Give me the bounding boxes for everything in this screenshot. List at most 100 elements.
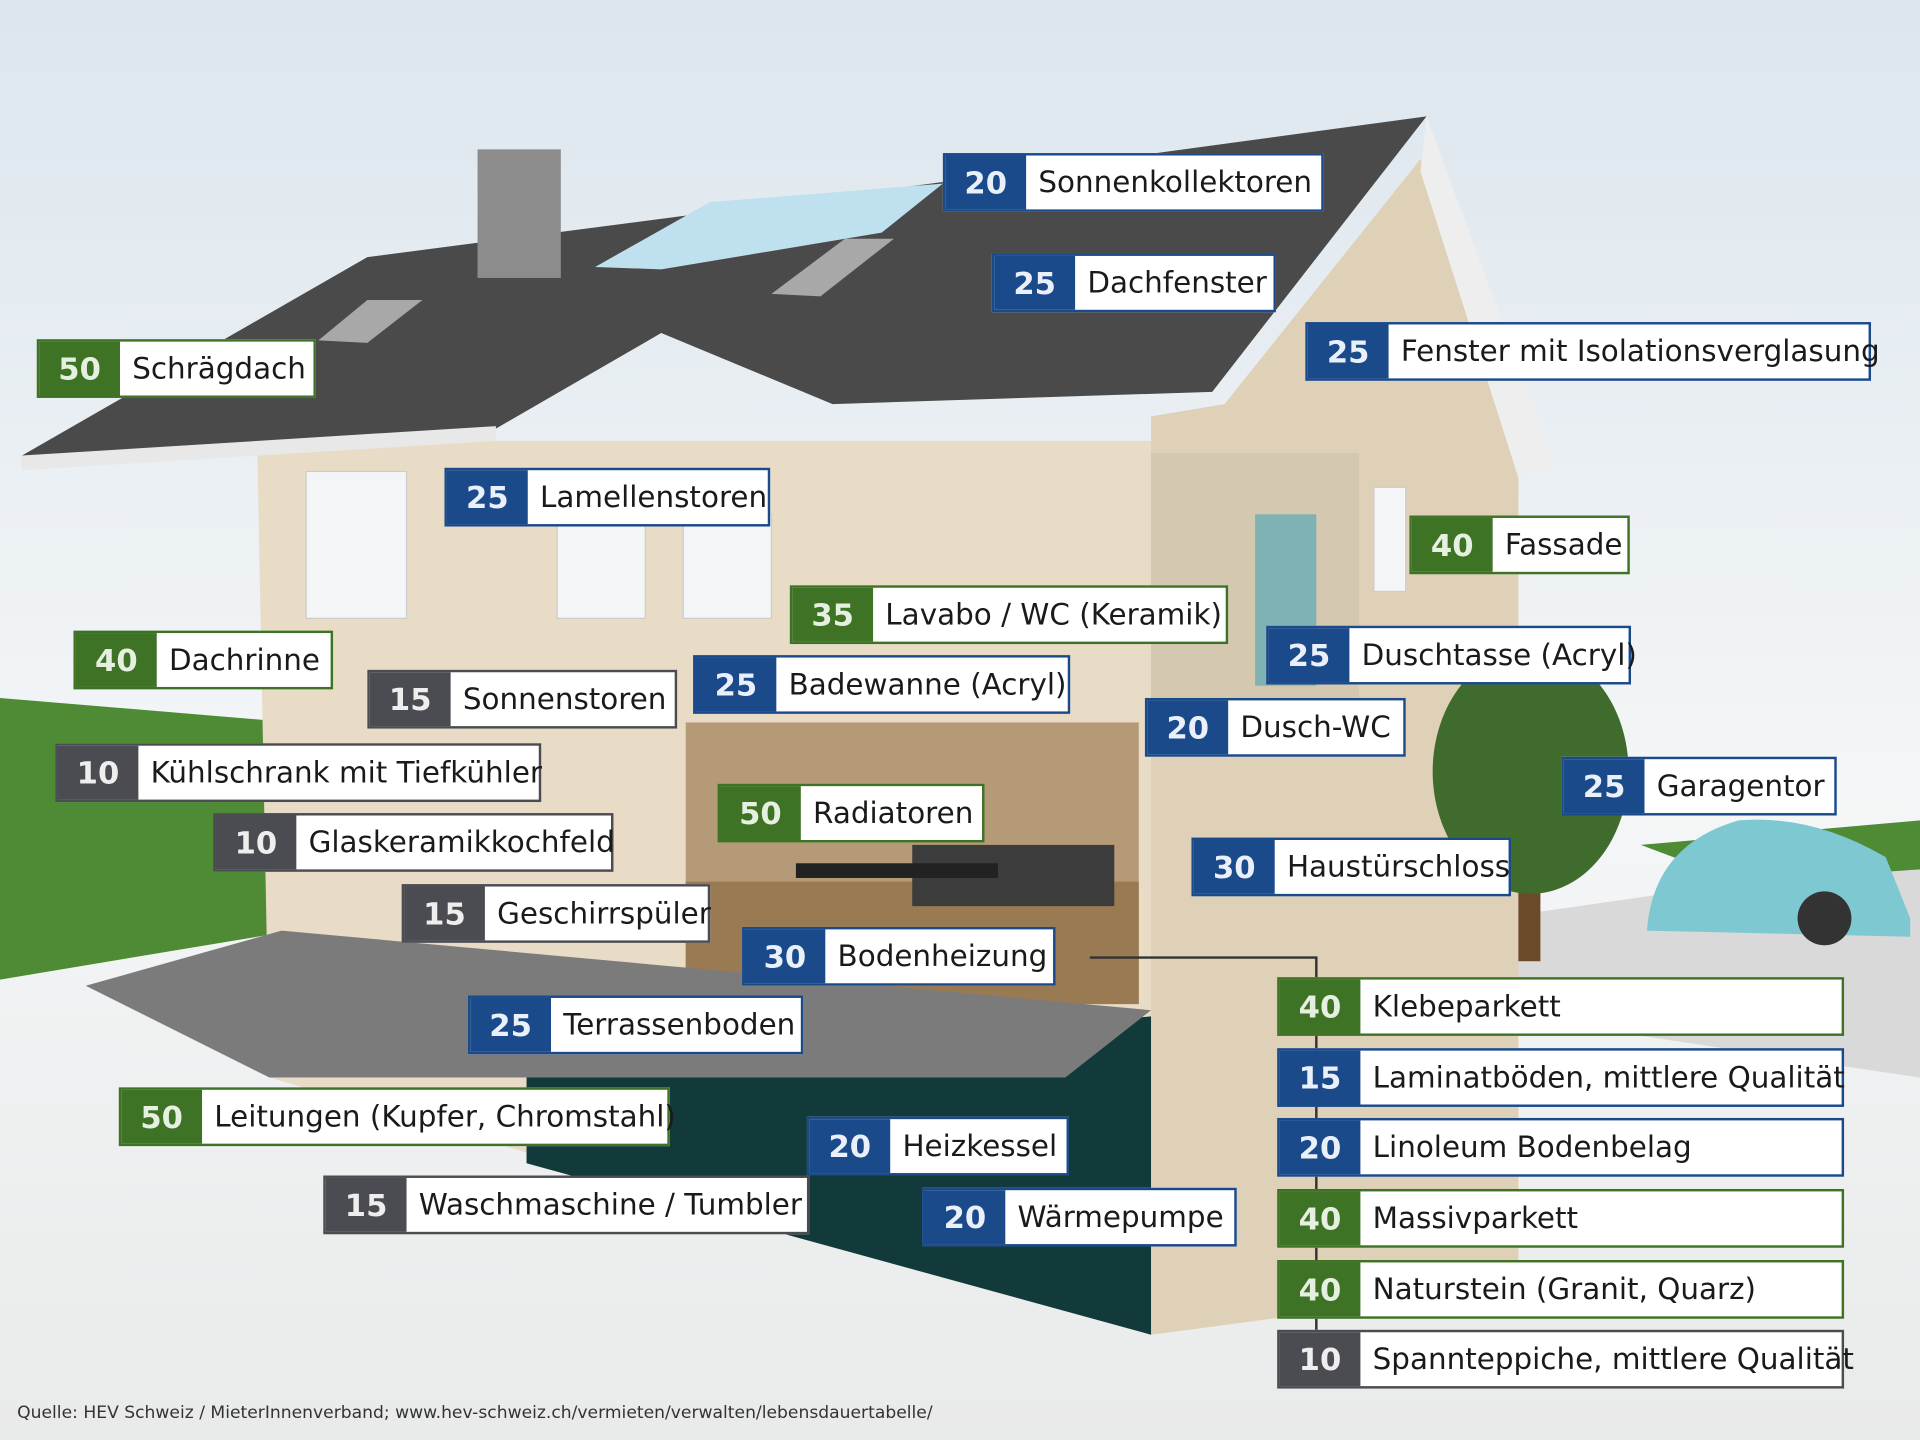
component: Duschtasse (Acryl) bbox=[1361, 637, 1637, 673]
years: 15 bbox=[404, 886, 485, 941]
label-dachfenster: 25 Dachfenster bbox=[991, 253, 1276, 313]
roof-window bbox=[771, 238, 894, 297]
years: 10 bbox=[57, 745, 139, 800]
component: Bodenheizung bbox=[837, 939, 1048, 974]
component: Terrassenboden bbox=[563, 1007, 796, 1043]
component: Radiatoren bbox=[813, 795, 974, 831]
component: Kühlschrank mit Tiefkühler bbox=[150, 755, 543, 790]
years: 15 bbox=[325, 1177, 407, 1232]
component: Dachfenster bbox=[1087, 265, 1267, 301]
label-lavabo: 35 Lavabo / WC (Keramik) bbox=[789, 585, 1229, 645]
window bbox=[1373, 486, 1407, 593]
years: 50 bbox=[121, 1089, 203, 1144]
component: Leitungen (Kupfer, Chromstahl) bbox=[214, 1099, 676, 1134]
years: 40 bbox=[1279, 1191, 1361, 1246]
years: 40 bbox=[1411, 517, 1493, 572]
years: 20 bbox=[809, 1119, 891, 1174]
years: 20 bbox=[924, 1190, 1006, 1245]
label-sonnenstoren: 15 Sonnenstoren bbox=[367, 669, 678, 729]
component: Glaskeramikkochfeld bbox=[308, 825, 615, 860]
years: 40 bbox=[1279, 979, 1361, 1034]
window bbox=[682, 513, 773, 619]
years: 25 bbox=[446, 470, 528, 525]
years: 15 bbox=[369, 672, 451, 727]
years: 35 bbox=[792, 587, 874, 642]
component: Massivparkett bbox=[1372, 1201, 1579, 1236]
label-duschtasse: 25 Duschtasse (Acryl) bbox=[1266, 625, 1637, 685]
years: 20 bbox=[1279, 1120, 1361, 1175]
years: 30 bbox=[744, 929, 826, 984]
label-waermepumpe: 20 Wärmepumpe bbox=[922, 1187, 1237, 1247]
component: Fassade bbox=[1504, 527, 1623, 563]
component: Laminatböden, mittlere Qualität bbox=[1372, 1060, 1845, 1095]
years: 50 bbox=[39, 341, 121, 396]
component: Dusch-WC bbox=[1240, 710, 1391, 745]
component: Lavabo / WC (Keramik) bbox=[885, 597, 1222, 632]
label-klebeparkett: 40 Klebeparkett bbox=[1277, 977, 1845, 1036]
years: 15 bbox=[1279, 1050, 1361, 1105]
label-massivparkett: 40 Massivparkett bbox=[1277, 1188, 1845, 1248]
window bbox=[305, 470, 408, 619]
tree bbox=[1432, 648, 1629, 894]
label-fassade: 40 Fassade bbox=[1409, 515, 1630, 575]
window bbox=[556, 513, 646, 619]
label-garagentor: 25 Garagentor bbox=[1561, 756, 1837, 816]
component: Heizkessel bbox=[902, 1128, 1058, 1164]
label-spannteppiche: 10 Spannteppiche, mittlere Qualität bbox=[1277, 1329, 1854, 1389]
roof-edge bbox=[1420, 116, 1556, 478]
component: Linoleum Bodenbelag bbox=[1372, 1130, 1692, 1165]
component: Spannteppiche, mittlere Qualität bbox=[1372, 1342, 1854, 1377]
component: Waschmaschine / Tumbler bbox=[418, 1187, 802, 1223]
years: 10 bbox=[215, 815, 297, 870]
label-kuehlschrank: 10 Kühlschrank mit Tiefkühler bbox=[55, 743, 542, 803]
label-dachrinne: 40 Dachrinne bbox=[73, 630, 334, 690]
component: Badewanne (Acryl) bbox=[788, 667, 1067, 702]
label-heizkessel: 20 Heizkessel bbox=[806, 1116, 1069, 1176]
years: 40 bbox=[75, 633, 157, 687]
component: Schrägdach bbox=[132, 351, 306, 386]
label-lamellenstoren: 25 Lamellenstoren bbox=[444, 467, 771, 527]
component: Dachrinne bbox=[168, 642, 320, 678]
years: 30 bbox=[1193, 840, 1275, 894]
label-geschirrspueler: 15 Geschirrspüler bbox=[401, 884, 711, 943]
table bbox=[795, 863, 998, 878]
years: 25 bbox=[1563, 759, 1645, 814]
roof-window bbox=[318, 300, 423, 343]
label-laminatboeden: 15 Laminatböden, mittlere Qualität bbox=[1277, 1048, 1845, 1107]
label-terrassenboden: 25 Terrassenboden bbox=[467, 995, 804, 1055]
years: 25 bbox=[1268, 628, 1350, 683]
component: Garagentor bbox=[1656, 768, 1825, 804]
label-naturstein: 40 Naturstein (Granit, Quarz) bbox=[1277, 1260, 1845, 1319]
label-linoleum: 20 Linoleum Bodenbelag bbox=[1277, 1117, 1845, 1177]
component: Sonnenstoren bbox=[462, 682, 667, 717]
label-leitungen: 50 Leitungen (Kupfer, Chromstahl) bbox=[118, 1087, 676, 1147]
component: Geschirrspüler bbox=[497, 896, 711, 931]
years: 25 bbox=[470, 997, 552, 1052]
solar-panels bbox=[595, 183, 943, 270]
years: 25 bbox=[1307, 324, 1389, 379]
label-waschmaschine: 15 Waschmaschine / Tumbler bbox=[323, 1175, 810, 1235]
years: 25 bbox=[994, 255, 1076, 310]
years: 40 bbox=[1279, 1262, 1361, 1317]
label-sonnenkollektoren: 20 Sonnenkollektoren bbox=[942, 153, 1324, 212]
label-bodenheizung: 30 Bodenheizung bbox=[742, 926, 1056, 986]
label-dusch-wc: 20 Dusch-WC bbox=[1144, 697, 1406, 757]
years: 10 bbox=[1279, 1332, 1361, 1387]
label-glaskeramikkochfeld: 10 Glaskeramikkochfeld bbox=[213, 813, 615, 872]
label-schraegdach: 50 Schrägdach bbox=[36, 339, 316, 398]
years: 20 bbox=[945, 155, 1027, 210]
car-wheel bbox=[1797, 891, 1852, 946]
source-note: Quelle: HEV Schweiz / MieterInnenverband… bbox=[17, 1403, 933, 1423]
component: Lamellenstoren bbox=[540, 480, 768, 515]
years: 20 bbox=[1147, 700, 1229, 755]
component: Klebeparkett bbox=[1372, 989, 1561, 1024]
component: Wärmepumpe bbox=[1017, 1200, 1224, 1235]
component: Naturstein (Granit, Quarz) bbox=[1372, 1272, 1756, 1307]
component: Sonnenkollektoren bbox=[1038, 165, 1312, 200]
gutter bbox=[22, 426, 496, 471]
chimney bbox=[477, 149, 561, 278]
